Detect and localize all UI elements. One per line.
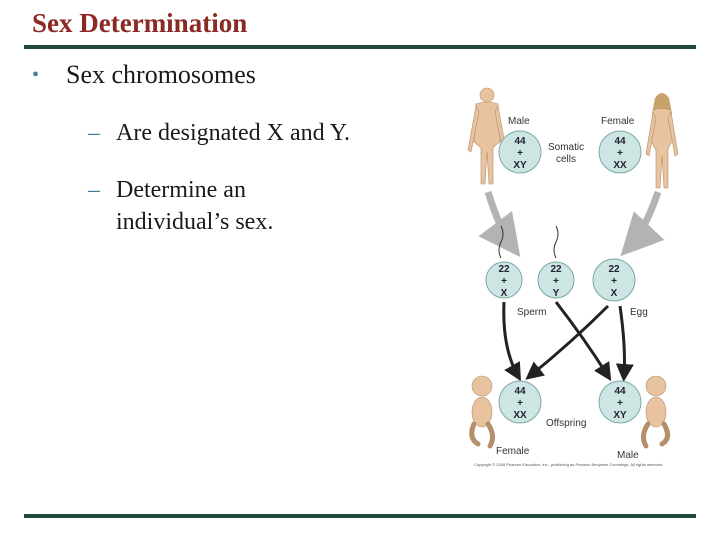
offspring-cell-female: 44 + XX	[498, 380, 542, 424]
cell-text: X	[611, 288, 618, 299]
egg-cell: 22 + X	[592, 258, 636, 302]
copyright-text: Copyright © 2008 Pearson Education, Inc.…	[474, 462, 664, 467]
cell-text: XX	[613, 160, 627, 171]
adult-female-figure	[645, 93, 679, 189]
label-somatic: Somatic	[548, 142, 584, 153]
arrow-to-egg	[620, 190, 665, 257]
sperm-cell-y: 22 + Y	[537, 261, 575, 299]
cell-text: 22	[550, 264, 562, 275]
baby-female-figure	[469, 375, 496, 449]
label-male-bottom: Male	[617, 450, 639, 461]
sperm-cell-x: 22 + X	[485, 261, 523, 299]
dash-icon: –	[88, 177, 100, 203]
adult-male-figure	[467, 87, 507, 185]
cell-text: XY	[613, 410, 627, 421]
cell-text: 44	[614, 386, 626, 397]
label-cells: cells	[556, 154, 576, 165]
slide-title: Sex Determination	[32, 8, 248, 38]
arrow-egg-to-male	[615, 305, 634, 382]
cell-text: 22	[498, 264, 510, 275]
bullet-sex-chromosomes: • Sex chromosomes	[32, 60, 256, 90]
sex-determination-figure: Male Female Somatic cells 44 + XY 44 + X…	[460, 80, 696, 472]
arrow-sperm-y-to-male	[554, 301, 612, 382]
offspring-cell-male: 44 + XY	[598, 380, 642, 424]
cell-text: +	[517, 148, 523, 159]
cell-text: 44	[514, 136, 526, 147]
sperm-tail	[553, 225, 559, 259]
cell-text: +	[617, 398, 623, 409]
dash-icon: –	[88, 120, 100, 146]
somatic-cell-male: 44 + XY	[498, 130, 542, 174]
subbullet-text: Determine an	[116, 177, 246, 203]
bullet-text: Sex chromosomes	[66, 60, 256, 89]
label-male-top: Male	[508, 116, 530, 127]
subbullet-text-continued: individual’s sex.	[116, 209, 274, 235]
baby-male-figure	[640, 375, 670, 449]
cell-text: XY	[513, 160, 527, 171]
cell-text: +	[611, 276, 617, 287]
cell-text: XX	[513, 410, 527, 421]
cell-text: Y	[553, 288, 560, 299]
title-rule	[24, 45, 696, 49]
cell-text: +	[617, 148, 623, 159]
label-female-top: Female	[601, 116, 635, 127]
label-female-bottom: Female	[496, 446, 530, 457]
cell-text: +	[553, 276, 559, 287]
cell-text: 22	[608, 264, 620, 275]
subbullet-text: Are designated X and Y.	[116, 120, 350, 146]
cell-text: 44	[614, 136, 626, 147]
cell-text: +	[501, 276, 507, 287]
bullet-icon: •	[32, 64, 40, 86]
arrow-to-sperm	[478, 190, 521, 258]
subbullet-determine: –Determine an individual’s sex.	[88, 174, 273, 238]
label-offspring: Offspring	[546, 418, 586, 429]
sperm-tail	[498, 225, 504, 259]
cell-text: +	[517, 398, 523, 409]
footer-rule	[24, 514, 696, 518]
figure-svg: Male Female Somatic cells 44 + XY 44 + X…	[467, 87, 679, 467]
arrow-egg-to-female	[525, 304, 610, 380]
subbullet-designated: –Are designated X and Y.	[88, 117, 350, 149]
cell-text: 44	[514, 386, 526, 397]
somatic-cell-female: 44 + XX	[598, 130, 642, 174]
cell-text: X	[501, 288, 508, 299]
label-egg: Egg	[630, 307, 648, 318]
arrow-sperm-x-to-female	[502, 301, 521, 382]
label-sperm: Sperm	[517, 307, 546, 318]
